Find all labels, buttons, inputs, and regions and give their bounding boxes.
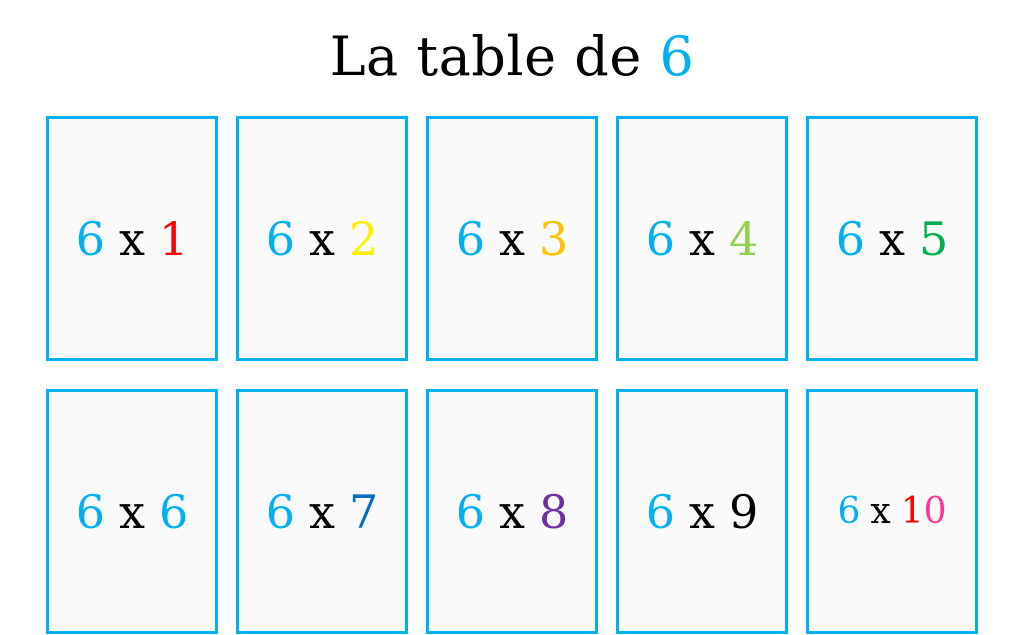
multiplier-units-digit: 0: [923, 491, 947, 532]
multiplier: 8: [538, 484, 569, 539]
multiplier: 2: [348, 211, 379, 266]
multiplicand: 6: [645, 211, 676, 266]
multiplier: 7: [348, 484, 379, 539]
times-sign: x: [119, 211, 145, 266]
title-number: 6: [659, 25, 695, 88]
multiplier: 4: [728, 211, 759, 266]
page-title: La table de 6: [0, 22, 1024, 92]
multiplicand: 6: [455, 211, 486, 266]
multiplier: 9: [728, 484, 759, 539]
times-sign: x: [499, 211, 525, 266]
multiplicand: 6: [75, 484, 106, 539]
times-sign: x: [309, 211, 335, 266]
multiplier: 3: [538, 211, 569, 266]
title-prefix: La table de: [329, 25, 660, 88]
multiplicand: 6: [645, 484, 676, 539]
times-sign: x: [879, 211, 905, 266]
times-sign: x: [689, 484, 715, 539]
multiplicand: 6: [837, 491, 861, 532]
multiplier: 6: [158, 484, 189, 539]
times-sign: x: [689, 211, 715, 266]
multiplier: 5: [918, 211, 949, 266]
times-sign: x: [499, 484, 525, 539]
multiplicand: 6: [835, 211, 866, 266]
multiplicand: 6: [75, 211, 106, 266]
times-sign: x: [119, 484, 145, 539]
multiplicand: 6: [265, 211, 296, 266]
times-sign: x: [309, 484, 335, 539]
multiplier-tens-digit: 1: [900, 491, 924, 532]
multiplicand: 6: [455, 484, 486, 539]
multiplicand: 6: [265, 484, 296, 539]
times-sign: x: [870, 491, 891, 532]
multiplier: 1: [158, 211, 189, 266]
